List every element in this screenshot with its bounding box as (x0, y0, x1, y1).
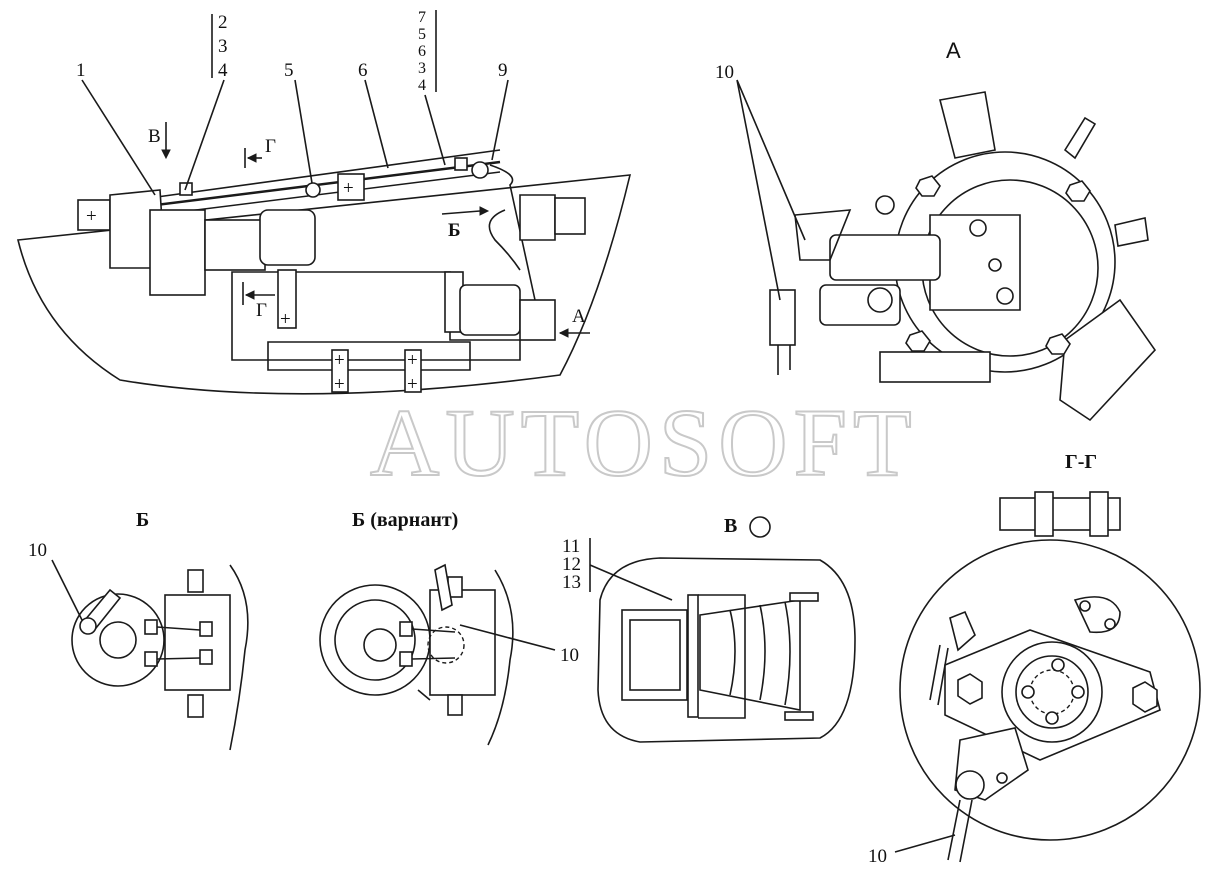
arrow-label-a: А (572, 306, 586, 327)
svg-text:+: + (86, 206, 97, 227)
cylinder-strap-left (277, 269, 297, 329)
base-strap-left (331, 349, 349, 393)
svg-text:+: + (407, 350, 418, 371)
view-a: А 10 (715, 38, 1157, 422)
watermark: AUTOSOFT (370, 389, 918, 496)
callout-5: 5 (284, 60, 294, 81)
v-contour (597, 557, 856, 743)
side-fitting (1114, 217, 1149, 247)
top-fitting (875, 195, 895, 215)
svg-text:+: + (334, 350, 345, 371)
b-wall (229, 564, 249, 751)
bv-hub (363, 628, 397, 662)
fitting-nut (867, 287, 893, 313)
bracket-line (489, 164, 536, 301)
cylinder-cap (519, 299, 556, 341)
bracket-a (794, 209, 852, 261)
section-g-g-callout-10: 10 (868, 846, 887, 867)
gg-sensor-top (949, 610, 976, 652)
view-b-variant-title: Б (варнант) (352, 509, 458, 531)
callout-2: 2 (218, 12, 228, 33)
callout-5b: 5 (418, 26, 426, 43)
view-v-callout-11: 11 (562, 536, 580, 557)
arrow-label-g-bottom: Г (256, 300, 267, 321)
svg-text:+: + (407, 374, 418, 395)
section-g-g-title: Г-Г (1065, 451, 1097, 473)
view-a-callout-10: 10 (715, 62, 734, 83)
callout-9: 9 (498, 60, 508, 81)
callout-3b: 3 (418, 60, 426, 77)
view-b-callout-10: 10 (28, 540, 47, 561)
callout-3: 3 (218, 36, 228, 57)
view-b-title: Б (136, 509, 149, 531)
section-g-g: Г-Г 10 (868, 451, 1201, 867)
hose (488, 209, 521, 271)
pump-head (259, 209, 316, 266)
callout-6b: 6 (418, 43, 426, 60)
callout-1: 1 (76, 60, 86, 81)
view-v-title: В (724, 515, 737, 537)
view-b: Б 10 (28, 509, 249, 751)
rod-bolt (454, 157, 468, 171)
view-v: В 11 12 13 (562, 515, 856, 743)
view-b-variant: Б (варнант) 10 (319, 509, 579, 746)
rod-clamp (337, 173, 365, 201)
b-hub (99, 621, 137, 659)
callout-6: 6 (358, 60, 368, 81)
callout-7: 7 (418, 9, 426, 26)
view-b-variant-callout-10: 10 (560, 645, 579, 666)
arrow-label-b: Б (448, 220, 461, 241)
svg-text:+: + (343, 178, 354, 199)
arrow-label-v: В (148, 126, 161, 147)
cylinder-a (829, 234, 941, 281)
right-bracket-cap (554, 197, 586, 235)
arrow-label-g-top: Г (265, 136, 276, 157)
body-contour (17, 174, 632, 395)
view-v-callout-13: 13 (562, 572, 581, 593)
cylinder-base (267, 341, 471, 371)
filler-neck (939, 91, 996, 159)
callout-4: 4 (218, 60, 228, 81)
svg-text:+: + (280, 309, 291, 330)
v-cone (699, 599, 801, 711)
view-v-callout-12: 12 (562, 554, 581, 575)
v-flange (687, 594, 699, 718)
bv-body (429, 589, 496, 696)
b-body (164, 594, 231, 691)
connector (769, 289, 796, 346)
sensor (1063, 116, 1097, 160)
base-plate (879, 351, 991, 383)
rod-end-joint (471, 161, 489, 179)
pump-body (204, 219, 266, 271)
callout-4b: 4 (418, 77, 426, 94)
pump-flange (149, 209, 206, 296)
end-block (77, 199, 111, 231)
right-bracket (519, 194, 556, 241)
rod-joint (305, 182, 321, 198)
base-strap-right (404, 349, 422, 393)
bottom-box (1059, 298, 1157, 422)
bv-wall (487, 569, 514, 746)
svg-text:+: + (334, 374, 345, 395)
view-a-title: А (946, 38, 961, 63)
linkage-rod (99, 160, 501, 214)
cylinder-head (459, 284, 521, 336)
spring-line (134, 149, 501, 201)
main-view: + + + + + + + (17, 9, 632, 395)
